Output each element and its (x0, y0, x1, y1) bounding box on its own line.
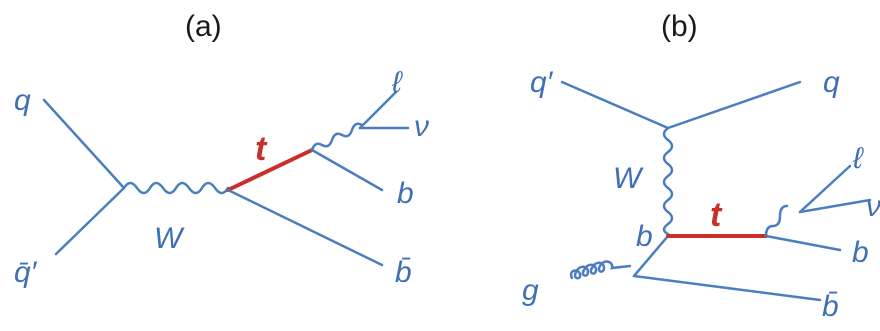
internal-b-line (632, 234, 670, 278)
label-top: t (255, 130, 268, 168)
diagram-b: (b) q′ q W b t ℓ ν b g b̄ (522, 10, 880, 323)
label-b: b (852, 236, 869, 269)
w-decay-boson (764, 204, 789, 238)
panel-b-label: (b) (661, 10, 698, 43)
neutrino-line (798, 198, 872, 214)
quark-line-in (560, 80, 670, 130)
panel-a-label: (a) (185, 10, 222, 43)
label-qbar-prime: q̄′ (14, 256, 38, 289)
label-q: q (14, 84, 31, 117)
label-internal-b: b (636, 220, 653, 253)
label-top: t (710, 196, 723, 234)
b-bar-line (632, 274, 822, 302)
antiquark-line-in (54, 186, 126, 256)
w-propagator (122, 181, 230, 195)
w-propagator (662, 126, 674, 236)
b-bar-line (226, 188, 384, 267)
label-q-prime: q′ (530, 66, 554, 99)
w-decay-boson (310, 122, 364, 152)
label-bbar: b̄ (395, 256, 412, 289)
label-w: W (613, 162, 644, 195)
label-q: q (823, 66, 840, 99)
top-quark-line (226, 148, 314, 192)
quark-line-out (666, 80, 802, 130)
label-g: g (522, 274, 539, 307)
label-neutrino: ν (866, 190, 880, 223)
lepton-line (798, 164, 852, 214)
label-w: W (154, 222, 185, 255)
quark-line-in (42, 98, 126, 190)
label-lepton: ℓ (852, 142, 864, 175)
label-lepton: ℓ (391, 66, 403, 99)
label-bbar: b̄ (822, 290, 839, 323)
gluon-line (569, 260, 632, 280)
b-line (764, 234, 842, 252)
lepton-line (358, 90, 398, 130)
b-line (310, 148, 384, 192)
label-b: b (397, 177, 414, 210)
label-neutrino: ν (414, 110, 429, 143)
diagram-a: (a) q q̄′ W t ℓ ν b b̄ (14, 10, 429, 289)
